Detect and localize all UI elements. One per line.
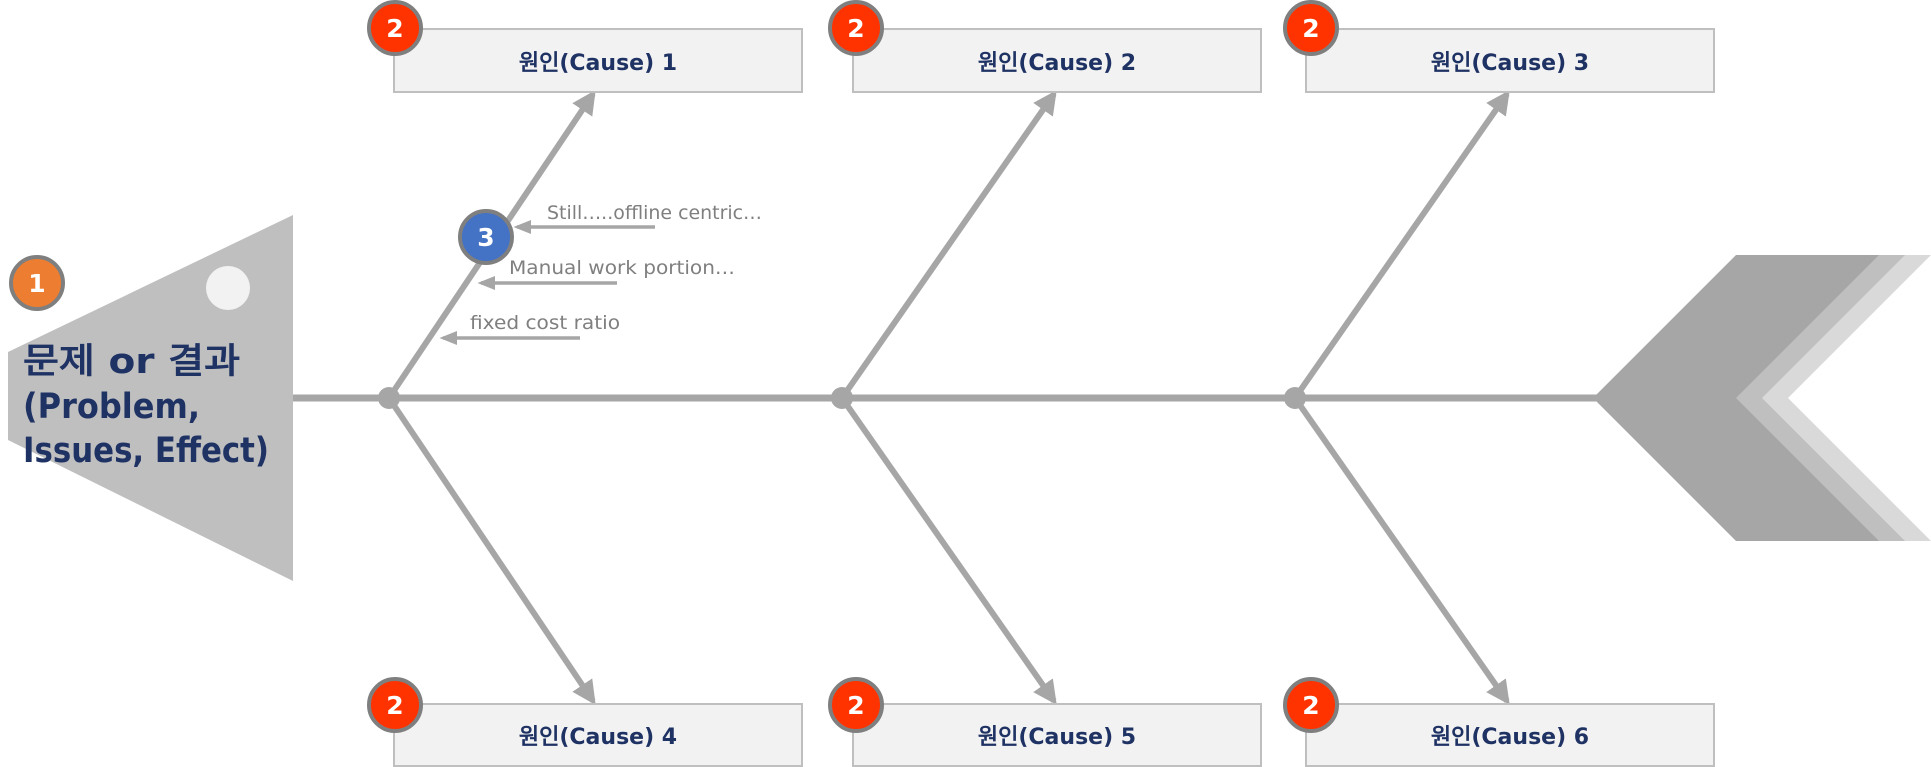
junction-dot-2 <box>831 387 853 409</box>
rib-cause-3 <box>1292 90 1510 400</box>
cause-badge-1 <box>367 0 423 56</box>
sub-cause-text-3: fixed cost ratio <box>470 312 620 334</box>
rib-cause-2 <box>839 90 1057 400</box>
cause-badge-number-1: 2 <box>386 14 403 43</box>
cause-box-2 <box>852 28 1262 93</box>
cause-box-1 <box>393 28 803 93</box>
cause-badge-5 <box>828 677 884 733</box>
cause-badge-number-2: 2 <box>847 14 864 43</box>
problem-badge <box>9 255 65 311</box>
sub-cause-badge-number: 3 <box>477 223 494 252</box>
cause-box-5 <box>852 703 1262 767</box>
rib-cause-5 <box>839 396 1057 705</box>
cause-badge-3 <box>1283 0 1339 56</box>
cause-badge-2 <box>828 0 884 56</box>
junction-dot-3 <box>1284 387 1306 409</box>
sub-cause-text-1: Still…..offline centric… <box>547 202 762 224</box>
cause-label-2: 원인(Cause) 2 <box>978 51 1136 76</box>
sub-cause-text-2: Manual work portion… <box>509 257 735 279</box>
cause-badge-4 <box>367 677 423 733</box>
cause-badge-number-4: 2 <box>386 691 403 720</box>
cause-label-4: 원인(Cause) 4 <box>519 725 677 750</box>
cause-label-3: 원인(Cause) 3 <box>1431 51 1589 76</box>
problem-badge-number: 1 <box>28 269 45 298</box>
junction-dot-1 <box>378 387 400 409</box>
cause-box-6 <box>1305 703 1715 767</box>
cause-badge-number-6: 2 <box>1302 691 1319 720</box>
cause-label-5: 원인(Cause) 5 <box>978 725 1136 750</box>
rib-cause-6 <box>1292 396 1510 705</box>
problem-title-line-3: Issues, Effect) <box>23 431 269 471</box>
cause-label-6: 원인(Cause) 6 <box>1431 725 1589 750</box>
sub-cause-badge <box>458 209 514 265</box>
cause-badge-number-3: 2 <box>1302 14 1319 43</box>
fish-eye <box>206 266 250 310</box>
cause-box-4 <box>393 703 803 767</box>
cause-badge-6 <box>1283 677 1339 733</box>
rib-cause-4 <box>386 396 596 705</box>
cause-badge-number-5: 2 <box>847 691 864 720</box>
cause-box-3 <box>1305 28 1715 93</box>
cause-label-1: 원인(Cause) 1 <box>519 51 677 76</box>
problem-title-line-1: 문제 or 결과 <box>23 342 240 382</box>
problem-title-line-2: (Problem, <box>23 387 200 427</box>
fish-tail-dark <box>1593 255 1879 541</box>
